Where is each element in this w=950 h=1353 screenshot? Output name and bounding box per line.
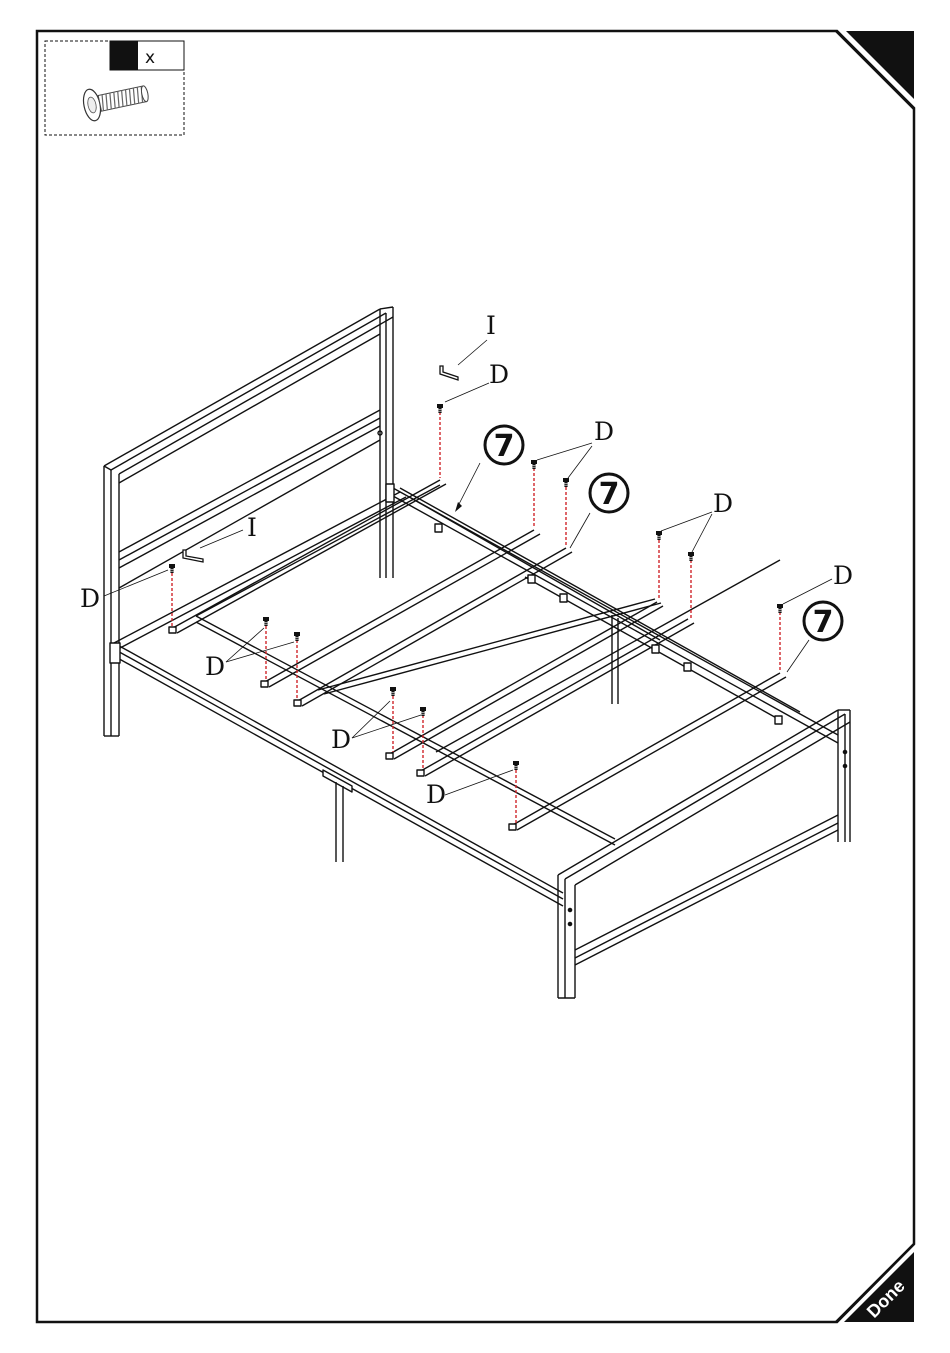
corner-tab-top <box>836 31 914 109</box>
slat-part-number: 7 <box>599 477 620 512</box>
part-code-badge <box>110 41 138 70</box>
bolt-icon <box>513 761 519 770</box>
leader-arrowhead <box>455 502 462 512</box>
quantity-multiplier: x <box>145 48 155 68</box>
bolt-label: D <box>205 652 225 681</box>
bolt-icon <box>656 531 662 540</box>
slat-part-number: 7 <box>494 429 515 464</box>
bolt-icon <box>263 617 269 626</box>
bolt-icon <box>563 478 569 487</box>
center-rail <box>196 488 800 845</box>
slat-part-callout: 7 <box>590 474 628 512</box>
bolt-label: D <box>594 417 614 446</box>
allen-key-icon <box>440 366 458 380</box>
done-tab: Done <box>836 1244 914 1322</box>
bolt-icon <box>390 687 396 696</box>
bolt-label: D <box>80 584 100 613</box>
bolt-label: D <box>426 780 446 809</box>
bolt-icon <box>420 707 426 716</box>
bolt-icon <box>169 564 175 573</box>
footboard <box>558 710 850 998</box>
bolt-label: D <box>713 489 733 518</box>
allen-key-label: I <box>247 513 257 542</box>
bolt-icon <box>437 404 443 413</box>
bolt-icon <box>688 552 694 561</box>
slat-part-callout: 7 <box>804 602 842 640</box>
bolt-label: D <box>489 360 509 389</box>
bolt-icon <box>81 77 151 122</box>
bolt-label: D <box>331 725 351 754</box>
slat-part-callout: 7 <box>485 426 523 464</box>
slat-part-number: 7 <box>813 605 834 640</box>
allen-key-label: I <box>486 311 496 340</box>
bolt-label: D <box>833 561 853 590</box>
bolt-icon <box>294 632 300 641</box>
hardware-box: x <box>45 41 184 135</box>
bolt-icon <box>531 460 537 469</box>
allen-keys <box>183 366 458 562</box>
bolt-icon <box>777 604 783 613</box>
page-frame <box>37 31 914 1322</box>
allen-key-icon <box>183 550 203 562</box>
